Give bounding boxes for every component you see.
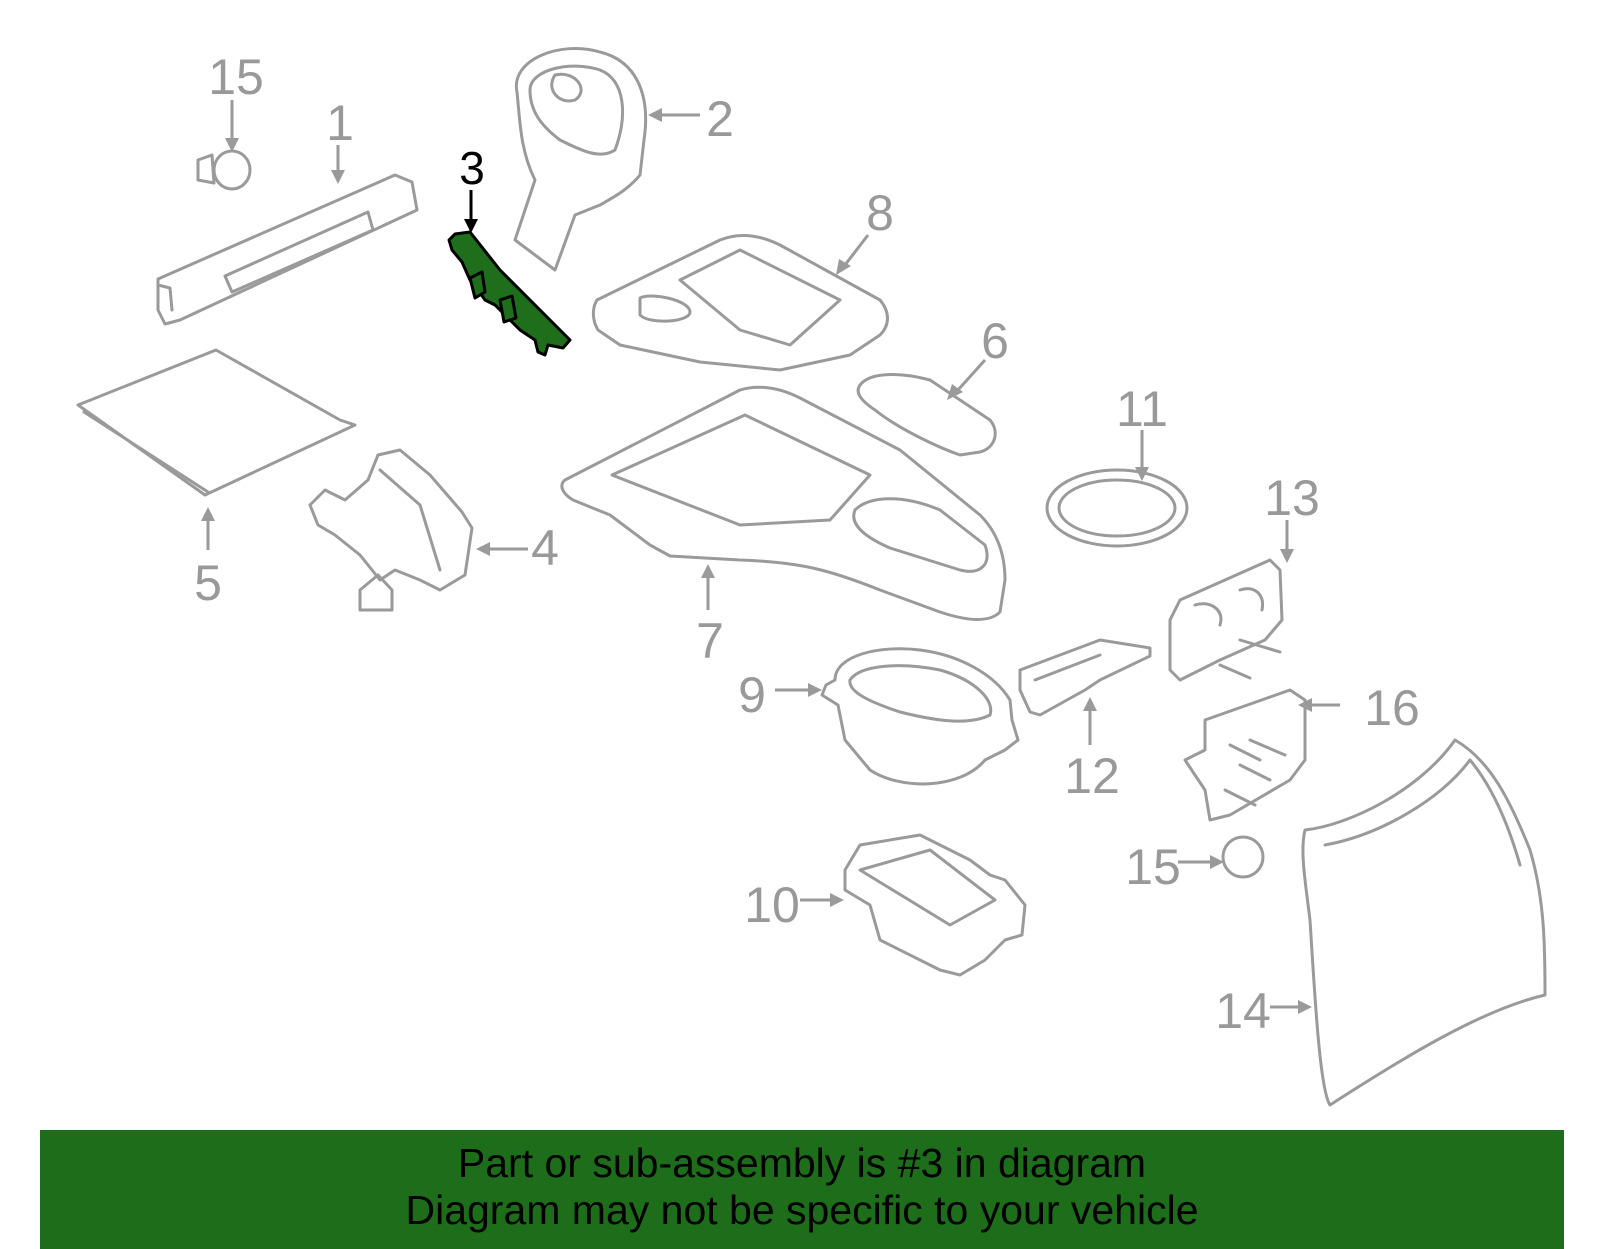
info-banner: Part or sub-assembly is #3 in diagram Di…	[40, 1130, 1564, 1249]
part-11-ring	[1045, 468, 1189, 548]
callout-12: 12	[1064, 748, 1120, 804]
callout-16: 16	[1364, 680, 1420, 736]
callout-5: 5	[194, 555, 222, 611]
part-3-highlighted	[447, 230, 572, 357]
part-14-side-panel	[1301, 738, 1547, 1107]
part-10-tray	[843, 833, 1027, 977]
callout-3-highlighted: 3	[459, 142, 485, 194]
callout-13: 13	[1264, 470, 1320, 526]
parts-diagram: 15 1 2 3 8 6 11 13 4 5 7 9 12 16 15 10 1…	[76, 47, 1547, 1107]
banner-line-disclaimer: Diagram may not be specific to your vehi…	[405, 1187, 1199, 1233]
part-4-bracket	[308, 448, 474, 612]
banner-line-part-number: Part or sub-assembly is #3 in diagram	[457, 1140, 1147, 1186]
callout-10: 10	[744, 877, 800, 933]
callout-1: 1	[326, 95, 354, 151]
callout-15-bottom: 15	[1125, 839, 1181, 895]
callout-4: 4	[531, 520, 559, 576]
part-13-holder	[1168, 558, 1284, 682]
callout-14: 14	[1215, 983, 1271, 1039]
part-5-mat	[76, 348, 357, 497]
callout-8: 8	[866, 185, 894, 241]
part-9-cup-holder	[820, 647, 1020, 786]
part-1-trim-strip	[156, 173, 419, 326]
part-16-pin-bracket	[1183, 688, 1307, 822]
callout-15-top: 15	[208, 49, 264, 105]
part-6-pad	[856, 373, 997, 457]
part-15-clip-bottom	[1221, 835, 1265, 879]
callout-numbers: 15 1 2 3 8 6 11 13 4 5 7 9 12 16 15 10 1…	[194, 49, 1420, 1039]
part-7-console-panel	[560, 385, 1007, 621]
part-12-trim	[1018, 638, 1152, 717]
callout-9: 9	[738, 667, 766, 723]
part-2-shift-boot	[513, 47, 648, 272]
part-8-shifter-bezel	[591, 234, 889, 372]
leader-lines	[201, 100, 1340, 1014]
callout-2: 2	[706, 91, 734, 147]
part-15-clip-top	[196, 149, 252, 191]
callout-7: 7	[696, 613, 724, 669]
callout-6: 6	[981, 313, 1009, 369]
callout-11: 11	[1116, 381, 1168, 437]
